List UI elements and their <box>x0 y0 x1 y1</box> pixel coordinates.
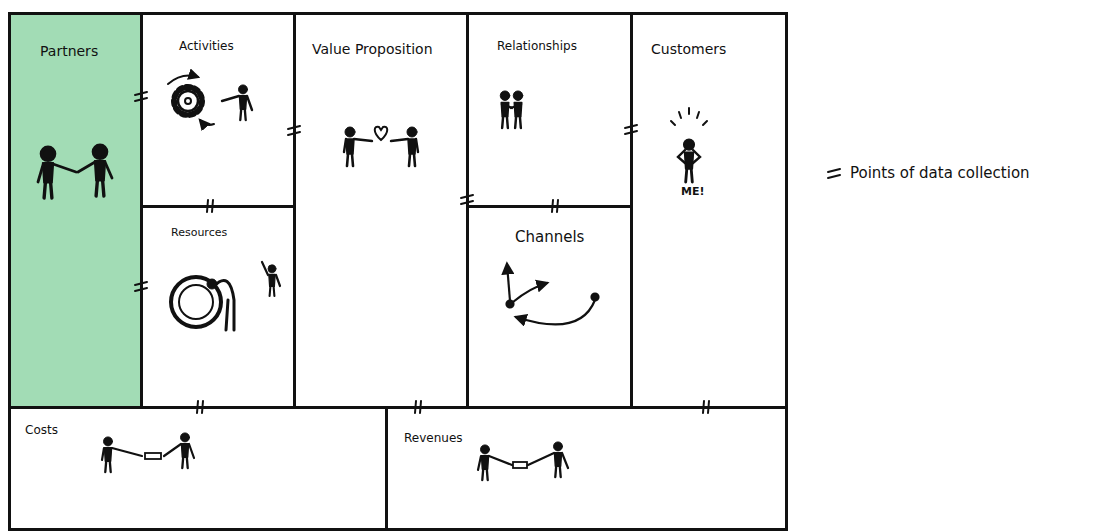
block-title: Channels <box>515 228 630 246</box>
legend-text: Points of data collection <box>850 164 1030 182</box>
canvas-block: Resources <box>140 205 296 409</box>
block-title: Partners <box>40 43 140 59</box>
partners-handshake <box>38 145 112 198</box>
canvas-block: Activities <box>140 12 296 208</box>
activities-gear <box>168 76 252 125</box>
block-title: Relationships <box>497 39 630 53</box>
customer-figure <box>671 108 707 182</box>
canvas-block: Relationships <box>466 12 633 208</box>
relationships-hug <box>500 91 523 128</box>
canvas-block: Value Proposition <box>293 12 469 409</box>
block-title: Costs <box>25 423 385 437</box>
block-title: Value Proposition <box>312 41 466 57</box>
canvas-block: Partners <box>8 12 143 409</box>
value-exchange <box>344 127 418 166</box>
figure-caption: ME! <box>681 185 704 198</box>
block-title: Customers <box>651 41 785 57</box>
block-title: Revenues <box>404 431 785 445</box>
canvas-block: Channels <box>466 205 633 409</box>
resources-ring <box>171 262 280 330</box>
legend-swatch <box>828 169 840 178</box>
channels-arrows <box>507 264 599 324</box>
block-title: Resources <box>171 226 293 239</box>
canvas-block: Customers <box>630 12 788 409</box>
legend-entry: Points of data collection <box>850 164 1030 182</box>
partners-fill <box>9 13 141 407</box>
data-collection-marks <box>135 92 709 413</box>
canvas-block: Revenues <box>385 406 788 531</box>
block-title: Activities <box>179 39 293 53</box>
costs-exchange <box>102 433 194 472</box>
canvas-block: Costs <box>8 406 388 531</box>
revenues-exchange <box>478 442 568 480</box>
